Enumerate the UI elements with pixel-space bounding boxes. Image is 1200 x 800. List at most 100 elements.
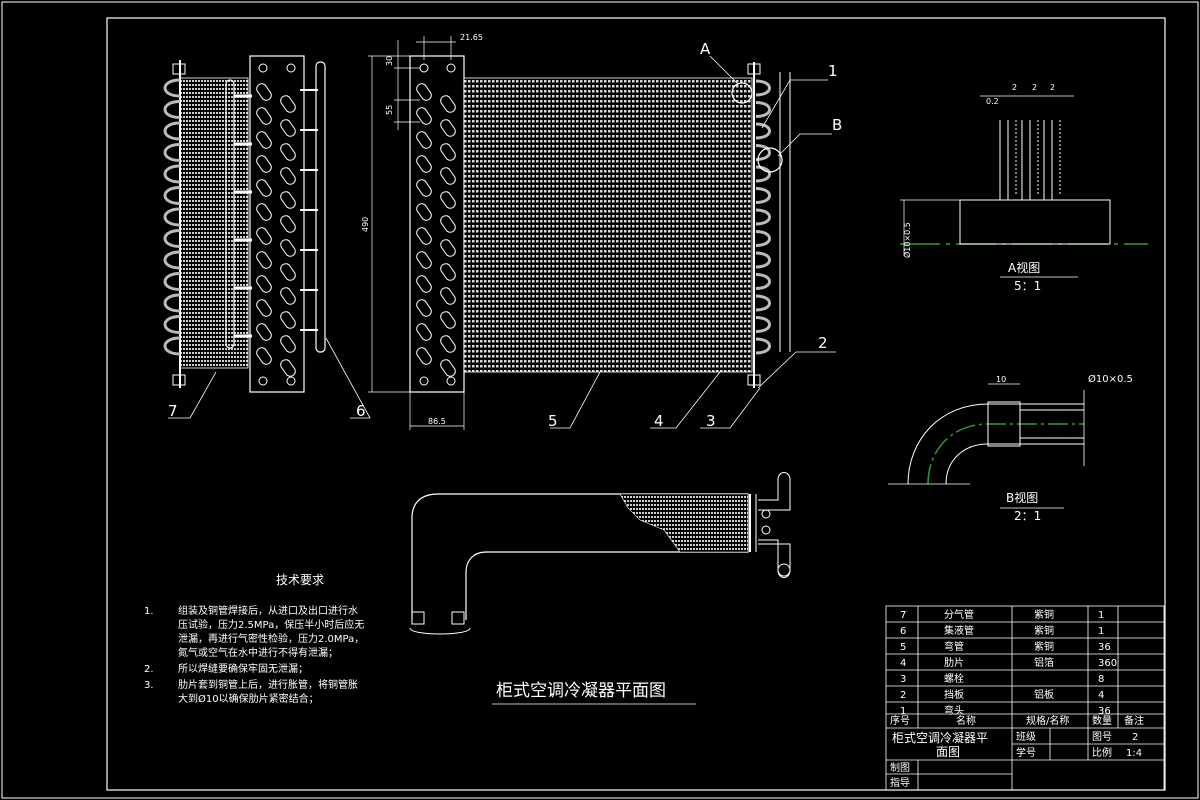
leader-7: 7 [168,402,178,420]
side-plate-slots [256,83,296,377]
title-block-line2: 面图 [936,745,960,759]
view-a-title: A视图 [1008,260,1040,275]
bom-grid [885,605,1165,791]
bom-cell: 6 [900,626,906,637]
main-title: 柜式空调冷凝器平面图 [496,681,666,701]
bom-cell: 铝箔 [1034,656,1054,669]
bom-cell: 弯头 [944,704,964,717]
view-b-dim-10: 10 [996,375,1006,384]
side-view [163,55,326,393]
view-b-scale: 2：1 [1014,509,1041,523]
sheet-value: 2 [1132,732,1138,743]
note-line: 压试验，压力2.5MPa，保压半小时后应无 [178,618,364,631]
scale-value: 1:4 [1126,748,1142,759]
bom-cell: 36 [1098,642,1111,653]
scale-label: 比例 [1092,746,1112,759]
top-view [409,472,791,635]
note-number: 2. [144,664,154,675]
technical-notes: 1. 组装及铜管焊接后，从进口及出口进行水压试验，压力2.5MPa，保压半小时后应… [144,604,364,705]
bom-header-spec: 规格/名称 [1026,714,1069,727]
bom-cell: 肋片 [944,656,964,669]
bom-cell: 3 [900,674,906,685]
bom-cell: 36 [1098,706,1111,717]
leader-4: 4 [654,412,664,430]
view-b [888,383,1085,509]
bom-cell: 4 [900,658,906,669]
leader-1: 1 [828,62,838,80]
title-block-line1: 柜式空调冷凝器平 [892,730,988,745]
bom-cell: 挡板 [944,688,964,701]
distributor-branches [234,94,252,338]
note-line: 肋片套到铜管上后，进行胀管，将铜管胀 [178,678,358,691]
leader-lines [168,55,836,429]
bom-cell: 紫铜 [1034,609,1054,621]
front-return-bends [755,79,771,355]
dim-21-65: 21.65 [460,33,483,42]
bom-cell: 紫铜 [1034,641,1054,653]
bom-cell: 集液管 [944,624,974,637]
view-a-dim-2: 2 [1032,83,1037,92]
leader-a: A [700,40,711,58]
note-line: 大到Ø10以确保肋片紧密结合； [178,692,319,705]
class-label: 班级 [1016,731,1036,743]
dim-490: 490 [361,217,370,232]
bom-header-no: 序号 [890,714,910,727]
leader-3: 3 [706,412,716,430]
bom-cell: 1 [1098,626,1104,637]
front-dimensions [368,36,465,430]
bom-header-qty: 数量 [1092,714,1112,727]
bom-cell: 铝板 [1034,688,1054,701]
side-bolt-top [172,63,186,75]
bom-cell: 分气管 [944,608,974,621]
note-number: 1. [144,606,154,617]
leader-5: 5 [548,412,558,430]
front-view [409,55,791,393]
drawn-label: 制图 [890,761,910,774]
bom-cell: 1 [900,706,906,717]
fin-pack-5 [463,77,753,373]
view-a-scale: 5：1 [1014,279,1041,293]
note-line: 泄漏，再进行气密性检验，压力2.0MPa， [178,632,364,645]
bom-cell: 弯管 [944,640,964,653]
bom-cell: 5 [900,642,906,653]
collector-pipe-6 [315,61,326,353]
bom-cell: 2 [900,690,906,701]
dim-86-5: 86.5 [428,417,446,426]
bom-header-note: 备注 [1124,714,1144,727]
bom-cell: 4 [1098,690,1104,701]
bom-cell: 螺栓 [944,672,964,685]
bom-cell: 8 [1098,674,1104,685]
bom-cell: 1 [1098,610,1104,621]
detail-circle-a [731,82,753,104]
bom-cell: 紫铜 [1034,625,1054,637]
view-a [900,95,1148,278]
bom-cell: 7 [900,610,906,621]
return-bends [163,78,181,356]
notes-title: 技术要求 [276,573,324,587]
leader-2: 2 [818,334,828,352]
check-label: 指导 [890,776,910,789]
note-line: 所以焊缝要确保牢固无泄漏； [178,662,308,675]
side-end-plate [249,55,305,393]
view-b-pipe: Ø10×0.5 [1088,373,1133,385]
front-plate-slots [416,83,456,377]
side-fin-block [179,77,249,369]
bom-header-name: 名称 [956,714,976,727]
inner-frame [106,17,1166,791]
dim-55: 55 [385,105,394,115]
note-line: 组装及铜管焊接后，从进口及出口进行水 [178,604,358,617]
leader-b: B [832,116,842,134]
view-a-dim-0: 0.2 [986,97,999,106]
bom-cell: 360 [1098,658,1117,669]
front-end-plate [409,55,465,393]
student-label: 学号 [1016,746,1036,759]
note-number: 3. [144,680,154,691]
note-line: 氮气或空气在水中进行不得有泄漏； [178,646,338,659]
detail-circle-b [757,147,783,173]
view-a-dim-1: 2 [1012,83,1017,92]
top-fin-section [619,493,749,553]
view-b-title: B视图 [1006,490,1038,505]
